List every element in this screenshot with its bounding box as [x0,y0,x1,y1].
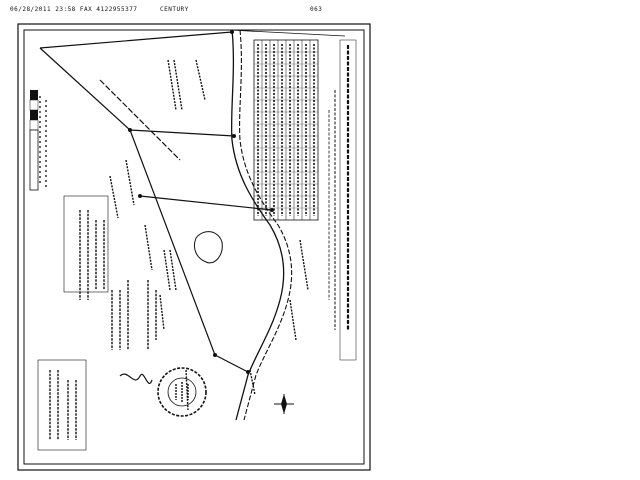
graphic-scale-bar [29,90,47,191]
north-arrow-icon [274,394,294,414]
surveyor-block [49,370,77,440]
surveyor-signature [119,373,153,384]
title-block [328,39,357,361]
surveyor-seal [157,367,207,417]
basis-of-bearings-box [63,195,109,293]
fax-header: 06/28/2011 23:58 FAX 4122955377 CENTURY … [10,6,630,16]
legend-and-notes [79,210,157,350]
tract-boundaries [39,29,346,373]
pond-outline [193,231,223,264]
inner-border [23,29,365,465]
plat-annotations [109,59,309,411]
fax-page-number: 063 [310,6,323,13]
outer-border [17,23,371,471]
fax-datetime: 06/28/2011 23:58 FAX 4122955377 [10,6,138,13]
road-centerline [230,29,293,421]
fax-sender: CENTURY [160,6,189,13]
survey-monuments [128,30,274,374]
curve-table [253,39,319,221]
